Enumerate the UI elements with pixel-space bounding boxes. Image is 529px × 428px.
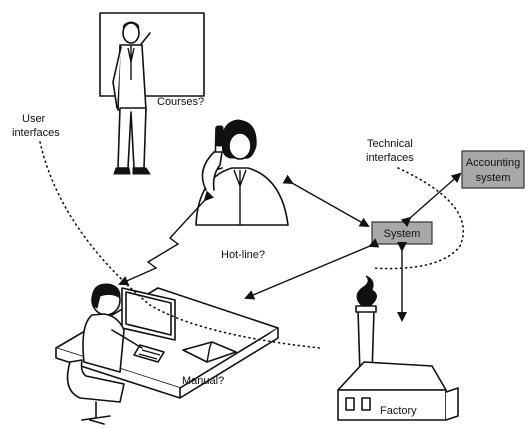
computer-user-illustration [55, 283, 279, 425]
accounting-box-label-line1: Accounting [466, 157, 520, 169]
factory-illustration [337, 275, 459, 421]
label-factory: Factory [380, 405, 417, 417]
arrow-hotline-system [282, 174, 370, 227]
label-user-interfaces-line2: interfaces [12, 127, 60, 139]
user-torso [82, 313, 125, 373]
keyboard [133, 344, 165, 363]
chair [66, 359, 125, 403]
operator-face [228, 132, 252, 160]
label-hotline: Hot-line? [221, 249, 265, 261]
hotline-operator-illustration [195, 119, 289, 226]
arrow-system-accounting [400, 172, 462, 228]
arrow-system-computer [244, 238, 380, 300]
user-interfaces-boundary [39, 141, 321, 349]
factory-building [337, 389, 447, 421]
teacher-illustration [99, 12, 205, 175]
smoke [356, 275, 377, 307]
arrow-hotline-computer [118, 190, 215, 286]
teacher-legs [117, 107, 147, 169]
label-user-interfaces-line1: User [22, 113, 46, 125]
accounting-system-box [461, 150, 525, 189]
label-courses: Courses? [157, 96, 204, 108]
label-technical-interfaces-line2: interfaces [366, 152, 414, 164]
system-box-label: System [384, 228, 421, 240]
technical-interfaces-boundary [371, 167, 465, 270]
label-manual: Manual? [182, 375, 224, 387]
accounting-box-label-line2: system [476, 172, 511, 184]
label-technical-interfaces-line1: Technical [367, 138, 413, 150]
